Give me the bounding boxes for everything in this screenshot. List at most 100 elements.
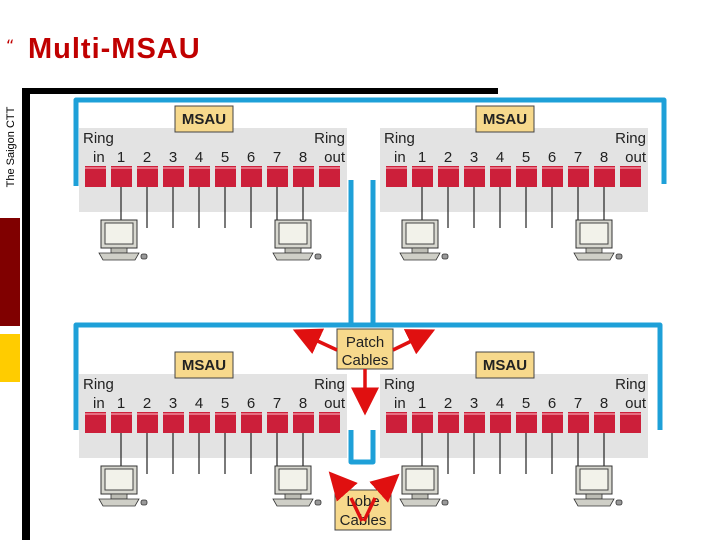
port xyxy=(163,412,184,433)
port-number-7: 7 xyxy=(574,149,582,166)
port-number-6: 6 xyxy=(247,149,255,166)
ring-in-label: Ring xyxy=(83,376,114,393)
workstation-icon xyxy=(399,465,449,507)
arrow-patch-to-right xyxy=(392,329,436,355)
sidebar-accent-block xyxy=(0,334,20,382)
port-number-1: 1 xyxy=(117,149,125,166)
port-number-4: 4 xyxy=(496,395,504,412)
port-number-4: 4 xyxy=(195,149,203,166)
port xyxy=(412,166,433,187)
arrow-lobe-left xyxy=(328,471,358,502)
patch-cables-callout: Patch Cables xyxy=(336,328,394,370)
port xyxy=(438,166,459,187)
keyboard xyxy=(272,498,314,507)
port xyxy=(189,166,210,187)
ring-out-label: out xyxy=(625,149,647,166)
ring-in-label: in xyxy=(93,395,105,412)
patch-cables-line2: Cables xyxy=(342,352,389,369)
port xyxy=(111,166,132,187)
port-number-1: 1 xyxy=(117,395,125,412)
keyboard xyxy=(399,498,441,507)
port xyxy=(594,166,615,187)
port-number-2: 2 xyxy=(143,149,151,166)
port xyxy=(267,412,288,433)
monitor-stand xyxy=(110,493,128,500)
port-number-7: 7 xyxy=(273,395,281,412)
port xyxy=(490,166,511,187)
msau-label-box xyxy=(475,351,535,379)
ring-cable-bottom xyxy=(73,322,663,430)
port xyxy=(189,412,210,433)
port xyxy=(137,166,158,187)
port-number-1: 1 xyxy=(418,149,426,166)
title-bullet: “ xyxy=(6,36,15,55)
port-number-5: 5 xyxy=(221,149,229,166)
monitor-stand xyxy=(110,247,128,254)
slide-title: Multi-MSAU xyxy=(28,33,201,65)
ring-out-label: out xyxy=(324,395,346,412)
monitor-stand xyxy=(284,493,302,500)
workstation-icon xyxy=(399,219,449,261)
patch-cables-line1: Patch xyxy=(346,334,384,351)
arrow-lobe-v-right xyxy=(362,497,377,522)
monitor-stand xyxy=(411,247,429,254)
ring-in-label: in xyxy=(394,149,406,166)
port xyxy=(215,166,236,187)
ring-cable-top xyxy=(73,97,667,186)
mouse xyxy=(314,253,322,260)
port xyxy=(542,166,563,187)
port xyxy=(386,412,407,433)
port-number-6: 6 xyxy=(247,395,255,412)
ring-out-label: Ring xyxy=(615,130,646,147)
ring-out-label: out xyxy=(625,395,647,412)
port xyxy=(568,412,589,433)
port xyxy=(111,412,132,433)
sidebar-dark-block xyxy=(0,218,20,326)
monitor-screen xyxy=(579,468,609,491)
monitor-stand xyxy=(411,493,429,500)
port xyxy=(516,166,537,187)
port-number-7: 7 xyxy=(273,149,281,166)
ring-out-label: Ring xyxy=(314,376,345,393)
port-number-5: 5 xyxy=(522,149,530,166)
port xyxy=(568,166,589,187)
port-number-4: 4 xyxy=(496,149,504,166)
port xyxy=(85,412,106,433)
keyboard xyxy=(272,252,314,261)
keyboard xyxy=(573,252,615,261)
port xyxy=(542,412,563,433)
mouse xyxy=(441,499,449,506)
keyboard xyxy=(573,498,615,507)
port xyxy=(464,412,485,433)
ring-out-label: Ring xyxy=(314,130,345,147)
port xyxy=(293,412,314,433)
monitor-screen xyxy=(579,222,609,245)
port xyxy=(85,166,106,187)
msau-label: MSAU xyxy=(182,111,226,128)
port xyxy=(438,412,459,433)
monitor-screen xyxy=(405,222,435,245)
ring-in-label: Ring xyxy=(83,130,114,147)
port xyxy=(464,166,485,187)
keyboard xyxy=(98,498,140,507)
port-number-8: 8 xyxy=(600,149,608,166)
port xyxy=(412,412,433,433)
msau-label-box xyxy=(475,105,535,133)
port-number-8: 8 xyxy=(600,395,608,412)
port xyxy=(163,166,184,187)
port-number-3: 3 xyxy=(470,395,478,412)
port-number-3: 3 xyxy=(169,395,177,412)
port-number-8: 8 xyxy=(299,395,307,412)
monitor-screen xyxy=(104,468,134,491)
port-number-7: 7 xyxy=(574,395,582,412)
monitor-screen xyxy=(278,468,308,491)
ring-in-label: Ring xyxy=(384,130,415,147)
port-number-5: 5 xyxy=(221,395,229,412)
mouse xyxy=(615,253,623,260)
port xyxy=(490,412,511,433)
port xyxy=(594,412,615,433)
